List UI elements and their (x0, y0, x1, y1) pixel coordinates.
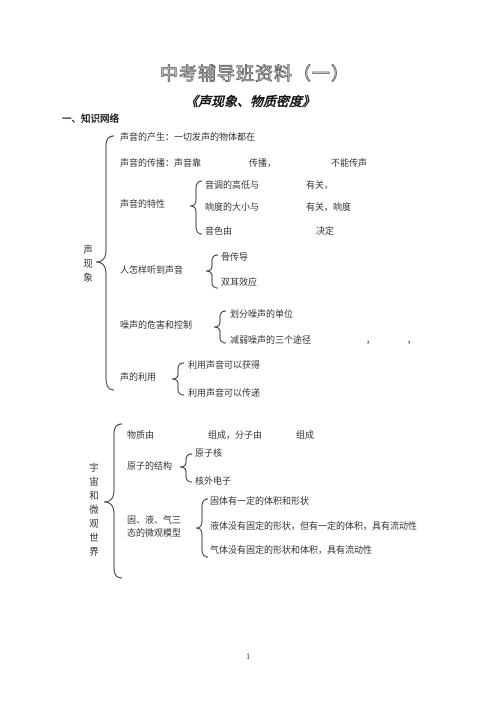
sound-propagation-b: 传播， (249, 159, 277, 169)
state-liquid: 液体没有固定的形状，但有一定的体积，具有流动性 (210, 522, 418, 532)
sound-production: 声音的产生：一切发声的物体都在 (120, 133, 256, 143)
use-energy: 利用声音可以传递 (188, 389, 261, 399)
use-info: 利用声音可以获得 (188, 361, 261, 371)
brace-use (171, 362, 185, 396)
atom-label: 原子的结构 (127, 462, 173, 472)
sound-label: 声现象 (83, 245, 93, 284)
states-label-2: 态的微观模型 (127, 529, 182, 539)
matter-c: 组成 (296, 431, 315, 441)
loudness-a: 响度的大小与 (205, 203, 260, 213)
brace-noise (213, 310, 227, 344)
states-label-1: 固、液、气三 (127, 516, 182, 526)
brace-states (195, 498, 209, 558)
noise-comma-2: ， (407, 336, 417, 346)
loudness-b: 有关，响度 (306, 203, 352, 213)
page-number: 1 (246, 653, 251, 661)
noise-comma-1: ， (366, 336, 376, 346)
noise-label: 噪声的危害和控制 (120, 321, 193, 331)
page-title: 中考辅导班资料（一） (160, 64, 350, 85)
pitch-a: 音调的高低与 (205, 181, 260, 191)
binaural-effect: 双耳效应 (221, 278, 258, 288)
state-solid: 固体有一定的体积和形状 (210, 497, 310, 507)
sound-propagation-c: 不能传声 (331, 159, 368, 169)
brace-sound (95, 135, 115, 391)
page-subtitle: 《声现象、物质密度》 (185, 95, 316, 110)
brace-atom (179, 453, 193, 483)
use-label: 声的利用 (120, 373, 157, 383)
universe-label: 宇宙和微观世界 (89, 463, 99, 558)
section-heading: 一、知识网络 (62, 114, 120, 125)
timbre-b: 决定 (316, 227, 335, 237)
sound-traits-label: 声音的特性 (120, 200, 166, 210)
noise-unit: 划分噪声的单位 (230, 310, 294, 320)
brace-hearing (205, 254, 219, 289)
pitch-b: 有关， (306, 181, 334, 191)
timbre-a: 音色由 (205, 227, 233, 237)
brace-universe (103, 423, 123, 579)
noise-ways: 减弱噪声的三个途径 (230, 336, 312, 346)
bone-conduction: 骨传导 (221, 253, 249, 263)
matter-b: 组成，分子由 (208, 431, 263, 441)
sound-propagation-a: 声音的传播：声音靠 (120, 159, 202, 169)
atom-nucleus: 原子核 (195, 449, 223, 459)
brace-traits (189, 180, 203, 235)
atom-electron: 核外电子 (195, 477, 232, 487)
matter-a: 物质由 (127, 431, 155, 441)
state-gas: 气体没有固定的形状和体积，具有流动性 (210, 546, 373, 556)
hearing-label: 人怎样听到声音 (120, 266, 184, 276)
